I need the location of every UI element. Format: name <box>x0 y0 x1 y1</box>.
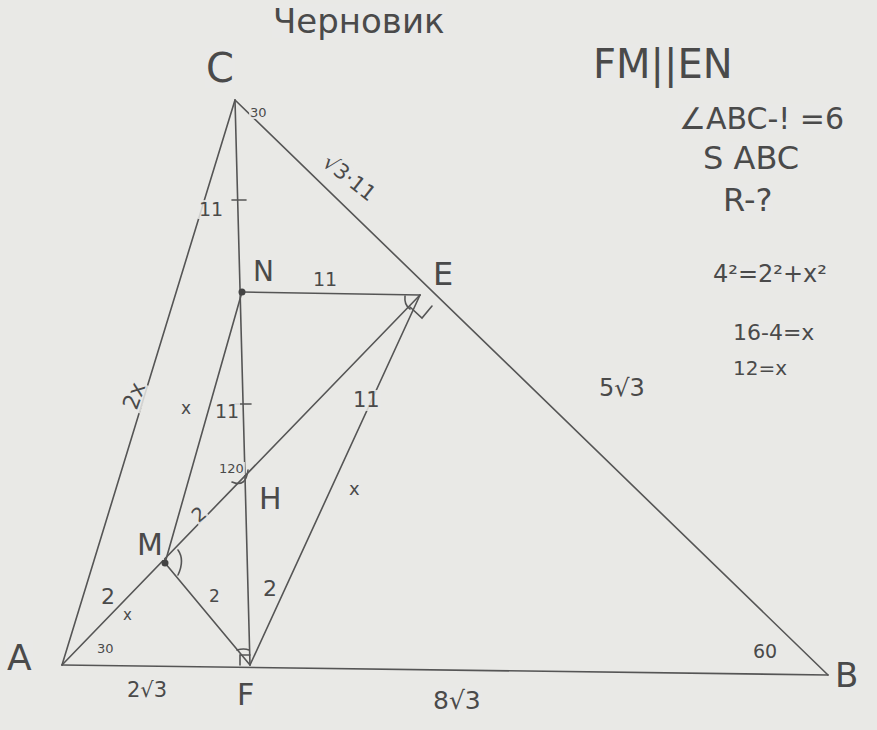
angle-arc-m <box>178 550 182 575</box>
note: S ABC <box>702 142 800 174</box>
length-label: 11 <box>198 200 224 219</box>
angle-label: 30 <box>249 106 268 119</box>
segment-ef <box>250 295 420 665</box>
side-ab <box>62 665 828 675</box>
length-label: 8√3 <box>432 688 482 713</box>
right-angle-f <box>240 655 250 665</box>
length-label: 2 <box>262 578 278 600</box>
length-label: x <box>122 608 133 623</box>
point-name: F <box>236 680 255 710</box>
angle-label: 120 <box>218 462 245 475</box>
angle-arc-e <box>405 296 410 309</box>
note: Черновик <box>272 4 446 38</box>
side-ac <box>62 100 235 665</box>
point-name: A <box>6 640 33 676</box>
note: ∠ABC-! =6 <box>678 104 845 134</box>
length-label: 2 <box>188 503 211 527</box>
note: 16-4=x <box>732 322 815 344</box>
segment-ae <box>62 295 420 665</box>
length-label: 11 <box>352 390 381 411</box>
note: 12=x <box>732 358 788 378</box>
altitude-cf <box>235 100 250 665</box>
length-label: x <box>348 480 361 498</box>
point-name: E <box>432 258 454 290</box>
point-name: N <box>252 258 275 286</box>
segment-mf <box>165 563 250 665</box>
right-angle-e <box>410 306 432 318</box>
note: R-? <box>722 184 773 216</box>
point-n <box>239 289 246 296</box>
note: 4²=2²+x² <box>712 262 828 286</box>
angle-label: 60 <box>752 642 778 661</box>
side-cb <box>235 100 828 675</box>
point-name: B <box>834 658 859 692</box>
length-label: √3·11 <box>318 151 380 206</box>
point-name: C <box>205 48 235 88</box>
segment-ne <box>242 292 420 295</box>
note: FM||EN <box>592 44 734 84</box>
length-label: 2 <box>208 588 221 605</box>
length-label: 11 <box>214 402 240 421</box>
angle-arc-f <box>237 649 249 650</box>
length-label: 11 <box>312 270 338 289</box>
length-label: x <box>180 400 192 417</box>
length-label: 2x <box>119 379 150 414</box>
segment-nm <box>165 292 242 563</box>
length-label: 5√3 <box>598 376 646 400</box>
angle-label: 30 <box>96 642 115 655</box>
length-label: 2√3 <box>126 680 168 701</box>
point-name: M <box>136 530 164 560</box>
length-label: 2 <box>100 586 116 608</box>
tick-mark <box>232 199 246 201</box>
point-name: H <box>258 484 283 514</box>
point-m <box>162 560 169 567</box>
